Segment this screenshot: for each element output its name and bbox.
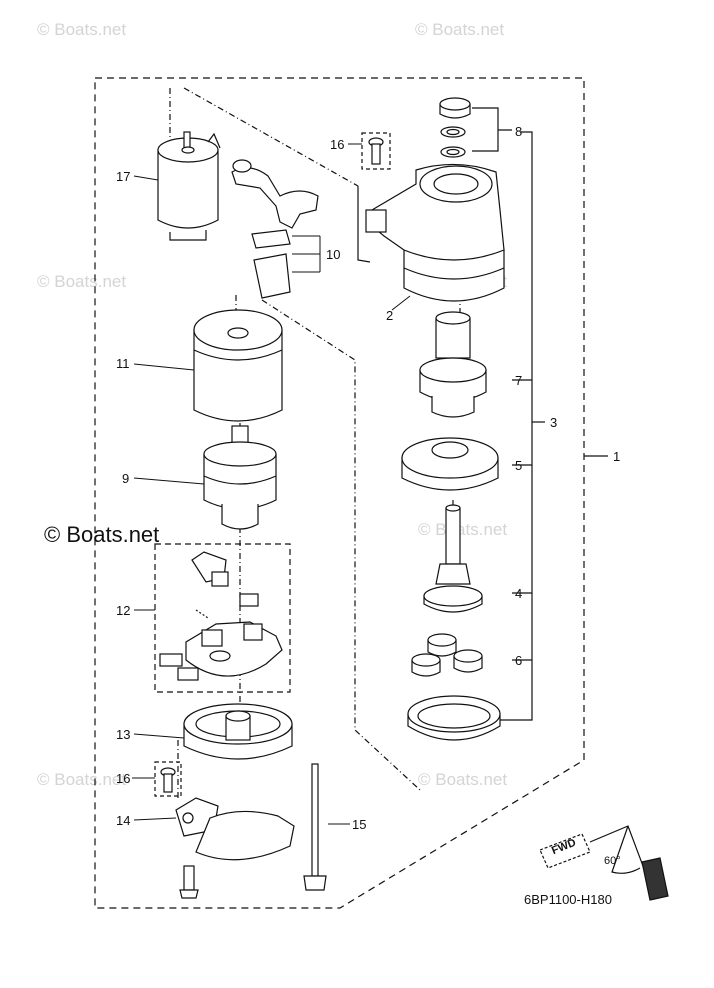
callout-15: 15 [352,817,367,832]
callout-11: 11 [116,356,130,371]
watermark: © Boats.net [415,20,505,39]
bolt-15 [303,763,327,891]
watermark: © Boats.net [37,20,127,39]
angle-label: 60° [604,855,621,867]
watermark: © Boats.net [418,770,508,789]
screw-16-top [368,137,384,165]
pinion-7 [419,311,487,418]
callout-7: 7 [515,373,523,388]
callout-16-bottom: 16 [116,771,131,786]
group-box-16-bottom [154,761,182,797]
callout-5: 5 [515,458,523,473]
brush-holder-12 [159,551,283,681]
callout-12: 12 [116,603,131,618]
cover-5 [401,437,499,491]
watermark-main: © Boats.net [44,522,160,547]
gears-6 [411,633,483,677]
callout-16-top: 16 [330,137,345,152]
watermark: © Boats.net [418,520,508,539]
group-box-16-top [361,132,391,170]
callout-2: 2 [386,308,394,323]
callout-9: 9 [122,471,130,486]
watermark: © Boats.net [37,770,127,789]
callout-10: 10 [326,247,341,262]
group-box-12 [154,543,291,693]
callout-1: 1 [613,449,621,464]
lever-10 [231,159,319,299]
assembly-boundary [94,77,585,909]
bracket-14 [175,797,295,899]
callout-8: 8 [515,124,523,139]
ring-gear [407,695,501,741]
yoke-11 [193,309,283,422]
callout-4: 4 [515,586,523,601]
callout-3: 3 [550,415,558,430]
shaft-4 [423,504,483,613]
seals-8 [439,97,471,158]
solenoid-17 [157,131,221,241]
callout-14: 14 [116,813,131,828]
diagram-code: 6BP1100-H180 [524,892,612,907]
armature-9 [203,425,277,530]
fwd-orientation-icon [539,825,669,901]
callout-6: 6 [515,653,523,668]
callout-17: 17 [116,169,131,184]
watermark: © Boats.net [37,272,127,291]
front-housing-2 [365,163,505,302]
end-cover-13 [183,703,293,760]
screw-16-bottom [160,767,176,793]
callout-13: 13 [116,727,131,742]
